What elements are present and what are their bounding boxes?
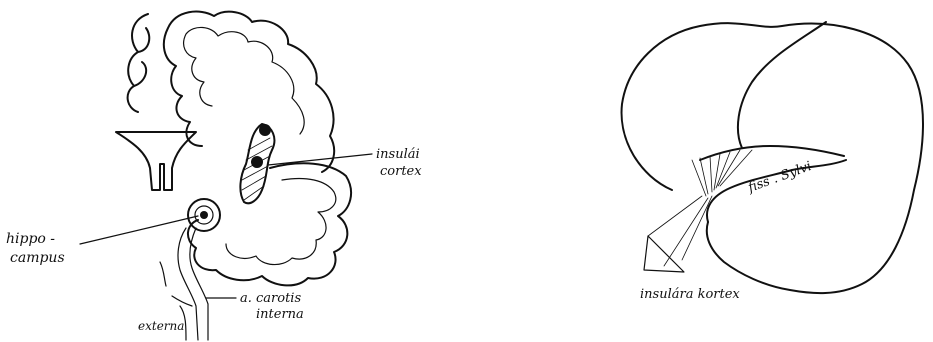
insular-leader-line <box>268 154 372 165</box>
hippocampus-label-2: campus <box>10 250 65 266</box>
coronal-section-drawing <box>80 12 372 340</box>
lateral-brain-drawing <box>622 22 923 293</box>
inner-cortex-contour <box>184 27 305 134</box>
insula-dot-upper <box>259 124 271 136</box>
brain-outer-outline <box>622 23 923 293</box>
hippocampus-dot <box>200 211 208 219</box>
insula-projection-lines <box>648 150 752 266</box>
insular-cortex-label: insulára kortex <box>640 287 740 302</box>
carotis-label-1: a. carotis <box>240 291 301 306</box>
insular-label-1: insulái <box>376 147 420 162</box>
insular-label-2: cortex <box>380 164 422 179</box>
carotis-label-2: interna <box>256 307 304 322</box>
hippocampus-label-1: hippo - <box>6 231 55 247</box>
temporal-inner-contour <box>226 179 336 265</box>
lateral-ventricles <box>116 132 196 190</box>
temporal-lobe-contour <box>188 163 351 285</box>
externa-label: externa <box>138 319 184 333</box>
sylvian-fissure-label: fiss . Sylvi <box>745 159 813 196</box>
left-cortex-sulci <box>128 14 150 112</box>
insula-dot-lower <box>251 156 263 168</box>
frontal-lobe-line <box>738 22 826 148</box>
insula-projected-triangle <box>644 236 684 272</box>
